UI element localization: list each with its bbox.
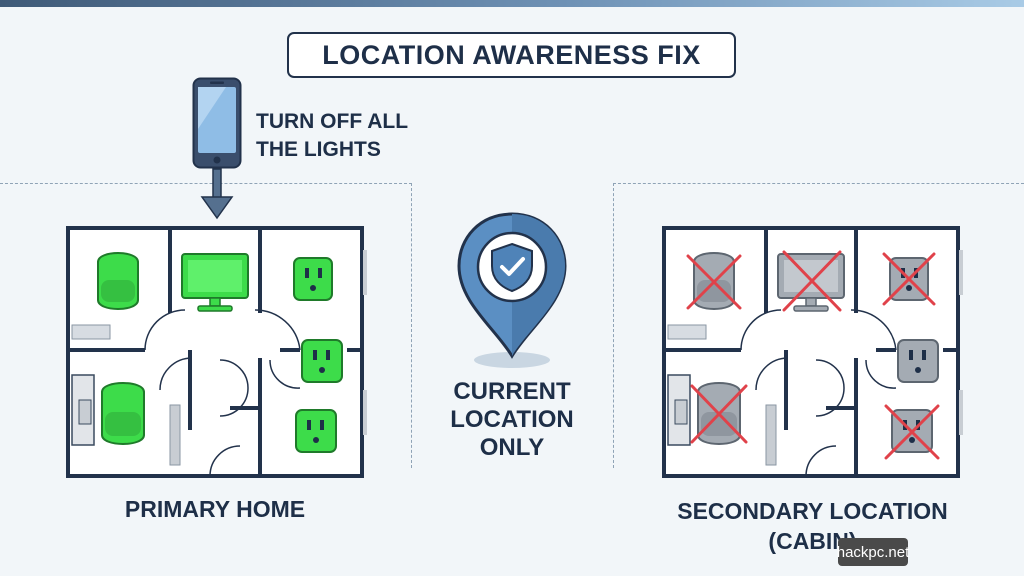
command-caption-line-1: TURN OFF ALL xyxy=(256,110,409,133)
left-dashed-divider-vertical xyxy=(411,183,412,468)
right-dashed-divider-vertical xyxy=(613,183,614,468)
speaker-icon xyxy=(97,252,139,310)
countertop xyxy=(667,324,707,340)
floorplan-doors xyxy=(740,309,897,477)
shelf xyxy=(169,404,181,466)
top-accent-band xyxy=(0,0,1024,7)
countertop xyxy=(71,324,111,340)
floorplan-doors xyxy=(144,309,301,477)
arrow-down-icon xyxy=(200,168,234,220)
cross-icon xyxy=(884,404,940,460)
outlet-icon xyxy=(295,409,337,453)
primary-home-floorplan xyxy=(66,226,367,478)
shelf xyxy=(765,404,777,466)
command-caption: TURN OFF ALL THE LIGHTS xyxy=(256,108,456,164)
smartphone-icon xyxy=(192,77,242,169)
secondary-label-line-1: SECONDARY LOCATION xyxy=(677,498,948,524)
right-dashed-divider xyxy=(613,183,1024,184)
page-title: LOCATION AWARENESS FIX xyxy=(287,32,736,78)
location-pin-shield-icon xyxy=(457,212,567,368)
caption-line-1: CURRENT xyxy=(453,378,571,405)
outlet-icon xyxy=(301,339,343,383)
secondary-label-line-2: (CABIN) xyxy=(768,528,857,554)
cross-icon xyxy=(690,384,748,444)
watermark: hackpc.net xyxy=(837,538,909,566)
cross-icon xyxy=(882,252,936,306)
left-dashed-divider xyxy=(0,183,412,184)
monitor-icon xyxy=(181,253,249,312)
speaker-icon xyxy=(101,382,145,445)
secondary-location-label: SECONDARY LOCATION (CABIN) xyxy=(640,496,985,556)
outlet-icon xyxy=(897,339,939,383)
secondary-location-floorplan xyxy=(662,226,963,478)
caption-line-3: ONLY xyxy=(479,434,545,461)
primary-home-label: PRIMARY HOME xyxy=(124,496,306,522)
current-location-caption: CURRENT LOCATION ONLY xyxy=(412,378,612,462)
cross-icon xyxy=(782,250,842,312)
outlet-icon xyxy=(293,257,333,301)
cross-icon xyxy=(686,254,742,310)
caption-line-2: LOCATION xyxy=(450,406,574,433)
command-caption-line-2: THE LIGHTS xyxy=(256,138,381,161)
